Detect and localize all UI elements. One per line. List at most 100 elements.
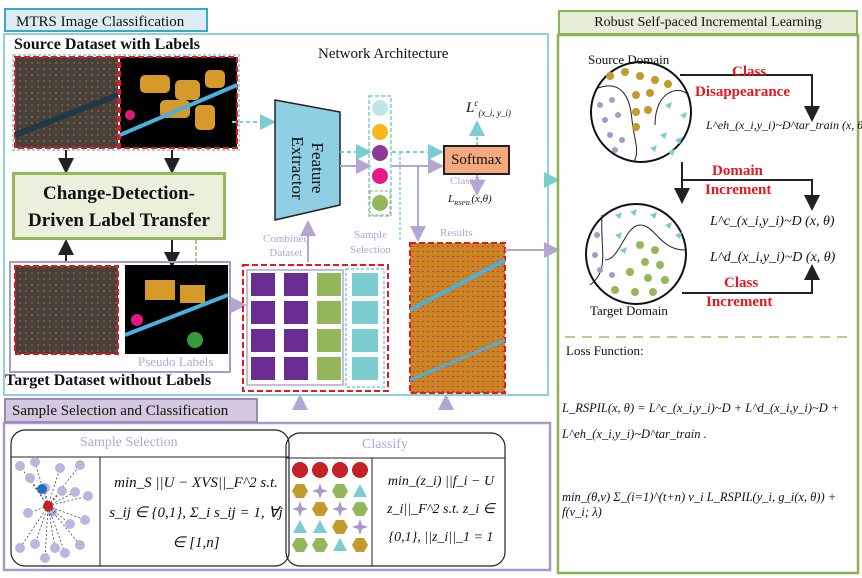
ssl1: Sample bbox=[353, 229, 387, 241]
class-sample bbox=[312, 483, 328, 499]
sample-point bbox=[83, 491, 93, 501]
sample-selection-title: Sample Selection and Classification bbox=[4, 398, 258, 423]
loss-eh: L^eh_(x_i,y_i)~D^tar_train (x, θ) bbox=[706, 118, 862, 132]
sample-point bbox=[50, 543, 60, 553]
class-center bbox=[352, 462, 368, 478]
sample-point bbox=[57, 486, 67, 496]
loss-function-label: Loss Function: bbox=[566, 343, 644, 358]
sample-cell bbox=[284, 273, 308, 296]
sample-frame bbox=[2, 421, 552, 572]
target-frame bbox=[9, 261, 231, 373]
sample-point bbox=[15, 461, 25, 471]
sample-cell bbox=[284, 329, 308, 352]
rspil-frame bbox=[556, 33, 860, 575]
sample-point bbox=[75, 540, 85, 550]
center-point bbox=[43, 501, 53, 511]
sample-point bbox=[60, 548, 70, 558]
sample-selection-box bbox=[10, 429, 290, 567]
source-label-map bbox=[119, 56, 238, 149]
classify-label: Classify bbox=[450, 175, 487, 187]
lr: L bbox=[448, 193, 455, 205]
combined-dataset bbox=[242, 264, 389, 392]
classify-heading: Classify bbox=[362, 437, 408, 452]
selected-sample-cell bbox=[352, 273, 378, 296]
class-center bbox=[312, 462, 328, 478]
feature-node bbox=[372, 124, 388, 140]
sample-point bbox=[25, 473, 35, 483]
loss-equation-1: L_RSPIL(x, θ) = L^c_(x_i,y_i)~D + L^d_(x… bbox=[562, 401, 840, 441]
selected-sample-cell bbox=[352, 301, 378, 324]
sample-cell bbox=[251, 357, 275, 380]
cd-line2: Driven Label Transfer bbox=[28, 210, 210, 231]
sample-point bbox=[55, 463, 65, 473]
mtrs-title: MTRS Image Classification bbox=[4, 8, 208, 32]
source-domain-circle bbox=[590, 61, 692, 163]
sample-point bbox=[75, 460, 85, 470]
class-sample bbox=[332, 520, 348, 534]
class-sample bbox=[353, 484, 367, 497]
sample-cell bbox=[251, 301, 275, 324]
sample-point bbox=[70, 487, 80, 497]
network-title: Network Architecture bbox=[318, 46, 449, 62]
class-sample bbox=[292, 501, 308, 517]
class-disappearance-1: Class bbox=[732, 64, 767, 80]
sample-cell bbox=[317, 329, 341, 352]
sample-point bbox=[23, 508, 33, 518]
class-sample bbox=[332, 501, 348, 517]
sample-cell bbox=[251, 273, 275, 296]
sample-selection-equation: min_S ||U − XVS||_F^2 s.t. s_ij ∈ {0,1},… bbox=[109, 475, 283, 551]
selected-point bbox=[37, 484, 47, 494]
selected-sample-cell bbox=[352, 329, 378, 352]
softmax-box: Softmax bbox=[443, 145, 510, 175]
sample-point bbox=[30, 539, 40, 549]
sample-point bbox=[65, 519, 75, 529]
sample-cell bbox=[317, 273, 341, 296]
domain-increment-1: Domain bbox=[712, 163, 763, 179]
results-label: Results bbox=[440, 227, 473, 239]
ssl2: Selection bbox=[350, 244, 391, 256]
sample-point bbox=[40, 553, 50, 563]
class-sample bbox=[332, 484, 348, 498]
fe-line1: Feature bbox=[308, 142, 327, 194]
sample-cell bbox=[251, 329, 275, 352]
fe-line2: Extractor bbox=[288, 136, 307, 200]
class-increment-1: Class bbox=[724, 275, 759, 291]
class-sample bbox=[312, 538, 328, 552]
sample-cell bbox=[284, 301, 308, 324]
classify-box bbox=[285, 432, 506, 567]
class-center bbox=[292, 462, 308, 478]
loss-c-domain: L^c_(x_i,y_i)~D (x, θ) bbox=[710, 214, 835, 229]
feature-node bbox=[372, 145, 388, 161]
classify-equation: min_(z_i) ||f_i − U z_i||_F^2 s.t. z_i ∈… bbox=[387, 474, 495, 545]
lr-arg: (x,θ) bbox=[471, 193, 492, 205]
target-dataset-label: Target Dataset without Labels bbox=[5, 372, 212, 389]
class-sample bbox=[293, 520, 307, 533]
cd-line1: Change-Detection- bbox=[43, 183, 195, 204]
pseudo-labels-label: Pseudo Labels bbox=[138, 354, 214, 369]
class-disappearance-2: Disappearance bbox=[695, 84, 790, 100]
sample-cell bbox=[317, 301, 341, 324]
loss-c-label: Lc(x_i, y_i) bbox=[466, 98, 511, 118]
class-sample bbox=[292, 538, 308, 552]
class-center bbox=[332, 462, 348, 478]
class-sample bbox=[352, 538, 368, 552]
source-domain-label: Source Domain bbox=[588, 52, 670, 67]
target-image bbox=[14, 265, 119, 355]
source-dataset-label: Source Dataset with Labels bbox=[14, 36, 200, 53]
class-sample bbox=[312, 502, 328, 516]
sample-cell bbox=[317, 357, 341, 380]
feature-extractor bbox=[274, 99, 341, 221]
target-domain-circle bbox=[585, 203, 687, 305]
class-sample bbox=[333, 538, 347, 551]
class-sample bbox=[292, 484, 308, 498]
sample-selection-heading: Sample Selection bbox=[80, 435, 178, 450]
class-sample bbox=[352, 502, 368, 516]
rspil-title: Robust Self-paced Incremental Learning bbox=[558, 10, 858, 35]
lc-sup: c bbox=[474, 98, 479, 108]
loss-equation-2: min_(θ,v) Σ_(i=1)^(t+n) v_i L_RSPIL(y_i,… bbox=[562, 490, 837, 519]
